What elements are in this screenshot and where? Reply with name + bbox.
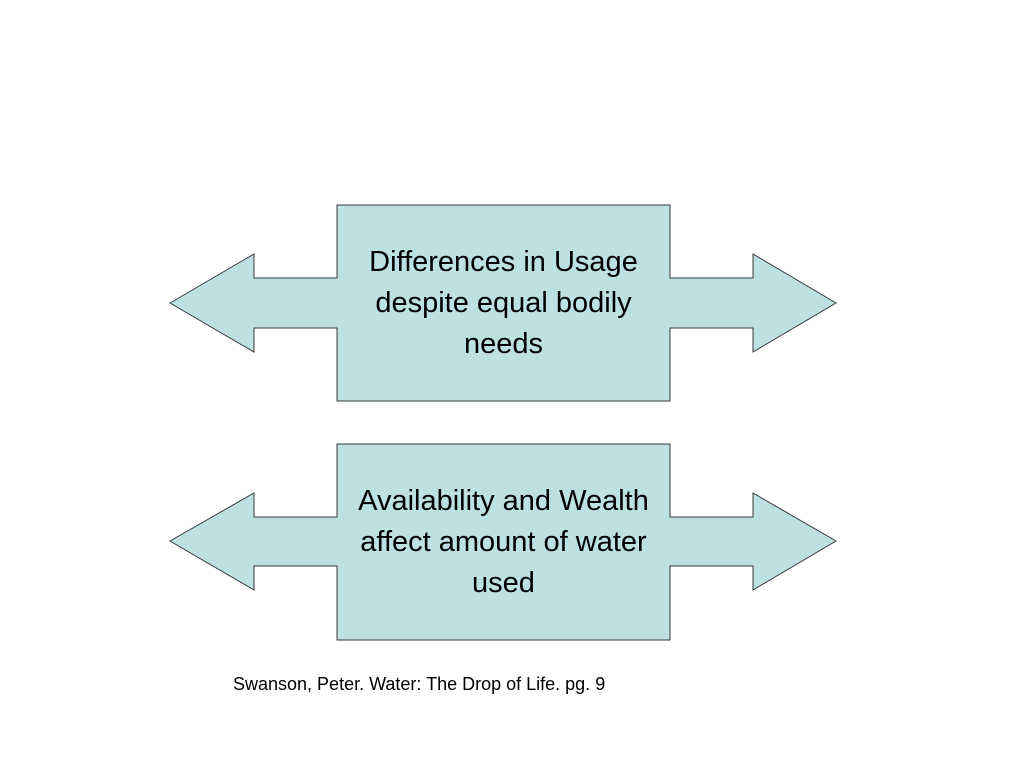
- node-availability-label: Availability and Wealth affect amount of…: [358, 484, 649, 599]
- double-arrow-usage: [169, 204, 837, 402]
- double-arrow-availability: [169, 443, 837, 641]
- source-citation: Swanson, Peter. Water: The Drop of Life.…: [233, 674, 606, 694]
- node-usage-label: Differences in Usage despite equal bodil…: [369, 245, 638, 360]
